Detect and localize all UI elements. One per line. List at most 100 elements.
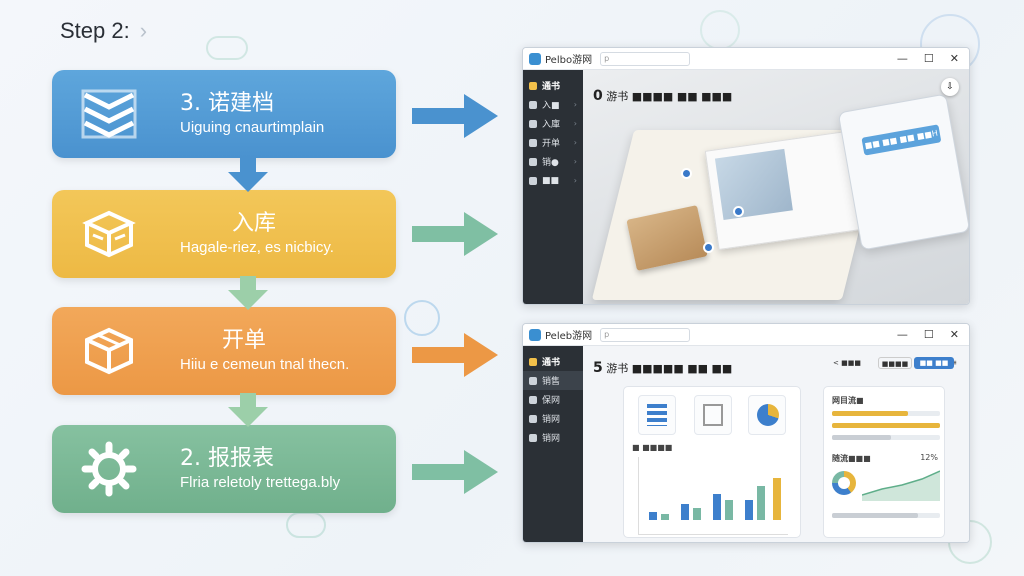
dashboard-area: 5 游书 ■■■■■ ■■ ■■ ▣ ≡ ■ ■■■■	[583, 346, 969, 542]
window-titlebar: Peleb游网 p — ☐ ✕	[523, 324, 969, 346]
app-logo-icon	[529, 328, 541, 341]
area-chart	[862, 470, 940, 501]
sidebar: 通书 销售 保网 销网 销网	[523, 346, 583, 542]
flow-card-inbound[interactable]: 入库 Hagale-riez, es nicbicy.	[52, 190, 396, 278]
cart-icon	[529, 376, 537, 385]
progress-bar	[832, 513, 940, 518]
bar-chart	[638, 457, 788, 535]
chart-icon	[529, 433, 537, 442]
sidebar-item-home[interactable]: 通书	[523, 76, 583, 95]
flow-card-order[interactable]: 开单 Hiiu e cemeun tnal thecn.	[52, 307, 396, 395]
flow-card-title: 3. 诺建档	[180, 91, 274, 116]
sidebar-item-4[interactable]: 销●›	[523, 152, 583, 171]
chart-icon	[529, 176, 537, 185]
page-title: Step 2:	[60, 18, 130, 43]
chart-bar	[681, 504, 689, 520]
close-button[interactable]: ✕	[949, 52, 959, 65]
stats-heading: 网目流■	[832, 396, 864, 405]
home-icon	[529, 81, 537, 90]
sidebar-item-2[interactable]: 入庫›	[523, 114, 583, 133]
sales-panel: ■ ■■■■	[623, 386, 801, 538]
flow-card-title: 2. 报报表	[180, 446, 274, 471]
chart-bar	[757, 486, 765, 520]
mini-card-table[interactable]	[638, 395, 676, 435]
progress-bar	[832, 411, 940, 416]
mini-card-list[interactable]	[694, 395, 732, 435]
download-button[interactable]: ⇩	[941, 78, 959, 96]
stats-percent: 12%	[920, 453, 938, 462]
arrow-down-icon	[228, 276, 268, 310]
sidebar-item-3[interactable]: 开单›	[523, 133, 583, 152]
panel-label: ■ ■■■■	[632, 443, 673, 452]
close-button[interactable]: ✕	[949, 328, 959, 341]
maximize-button[interactable]: ☐	[923, 52, 934, 65]
maximize-button[interactable]: ☐	[923, 328, 934, 341]
sidebar-item-home[interactable]: 通书	[523, 352, 583, 371]
flow-card-subtitle: Hagale-riez, es nicbicy.	[180, 239, 334, 256]
sidebar-item-3[interactable]: 销网	[523, 409, 583, 428]
scene-title: 0 游书 ■■■■ ■■ ■■■	[593, 88, 733, 104]
app-window-dashboard: Peleb游网 p — ☐ ✕ 通书 销售 保网 销网 销网 5 游书 ■■■■…	[522, 323, 970, 543]
sidebar-item-2[interactable]: 保网	[523, 390, 583, 409]
hotspot-marker[interactable]	[733, 206, 744, 217]
progress-bar	[832, 423, 940, 428]
chart-bar	[725, 500, 733, 520]
sidebar-item-4[interactable]: 销网	[523, 428, 583, 447]
user-icon	[529, 138, 537, 147]
chart-bar	[649, 512, 657, 520]
arrow-down-icon	[228, 158, 268, 192]
list-icon	[529, 395, 537, 404]
flow-card-report[interactable]: 2. 报报表 Flria reletoly trettega.bly	[52, 425, 396, 513]
photo-board	[704, 130, 868, 250]
arrow-right-icon	[412, 94, 498, 138]
minimize-button[interactable]: —	[896, 52, 908, 65]
sidebar: 通书 入■› 入庫› 开单› 销●› ■■›	[523, 70, 583, 304]
hotspot-marker[interactable]	[703, 242, 714, 253]
minimize-button[interactable]: —	[896, 328, 908, 341]
cart-icon	[529, 157, 537, 166]
window-title: Peleb游网	[545, 331, 593, 342]
mini-card-pie[interactable]	[748, 395, 786, 435]
arrow-down-icon	[228, 393, 268, 427]
sidebar-item-1[interactable]: 入■›	[523, 95, 583, 114]
doodle-circle	[404, 300, 440, 336]
address-field[interactable]: p	[600, 51, 691, 66]
chart-bar	[745, 500, 753, 520]
tablet-illustration: ■■ ■■ ■■ ■■H	[837, 93, 969, 251]
app-logo-icon	[529, 52, 541, 65]
doodle-cloud	[206, 36, 248, 60]
progress-bar	[832, 435, 940, 440]
chart-bar	[713, 494, 721, 520]
doodle-circle	[700, 10, 740, 50]
chart-bar	[693, 508, 701, 520]
tab-2-active[interactable]: ■■ ■■	[914, 357, 954, 369]
flow-card-subtitle: Hiiu e cemeun tnal thecn.	[180, 356, 350, 373]
sidebar-item-sales[interactable]: 销售	[523, 371, 583, 390]
stats-heading: 随流■■■	[832, 454, 871, 463]
window-title: Pelbo游网	[545, 55, 593, 66]
list-icon	[529, 414, 537, 423]
flow-card-subtitle: Uiguing cnaurtimplain	[180, 119, 325, 136]
flow-card-subtitle: Flria reletoly trettega.bly	[180, 474, 341, 491]
tab-1[interactable]: ■■■■	[878, 357, 912, 369]
step-title: Step 2: ›	[60, 18, 147, 44]
donut-chart	[832, 471, 856, 495]
package-icon	[72, 314, 146, 388]
layers-icon	[72, 77, 146, 151]
flow-card-title: 开单	[222, 328, 267, 353]
box-stack-icon	[72, 197, 146, 271]
sidebar-item-5[interactable]: ■■›	[523, 171, 583, 190]
stats-panel: < ■■■ ■■■■ ■■ ■■ 网目流■ 随流■■■ 12%	[823, 357, 954, 538]
address-field[interactable]: p	[600, 327, 691, 342]
tab-back[interactable]: < ■■■	[833, 359, 861, 367]
chart-bar	[661, 514, 669, 520]
tablet-button[interactable]: ■■ ■■ ■■ ■■H	[861, 124, 942, 156]
arrow-right-icon	[412, 333, 498, 377]
hotspot-marker[interactable]	[681, 168, 692, 179]
dashboard-title: 5 游书 ■■■■■ ■■ ■■	[593, 360, 733, 376]
flow-card-title: 入库	[232, 211, 277, 236]
flow-card-archive[interactable]: 3. 诺建档 Uiguing cnaurtimplain	[52, 70, 396, 158]
list-icon	[529, 119, 537, 128]
arrow-right-icon	[412, 212, 498, 256]
chart-bar	[773, 478, 781, 520]
